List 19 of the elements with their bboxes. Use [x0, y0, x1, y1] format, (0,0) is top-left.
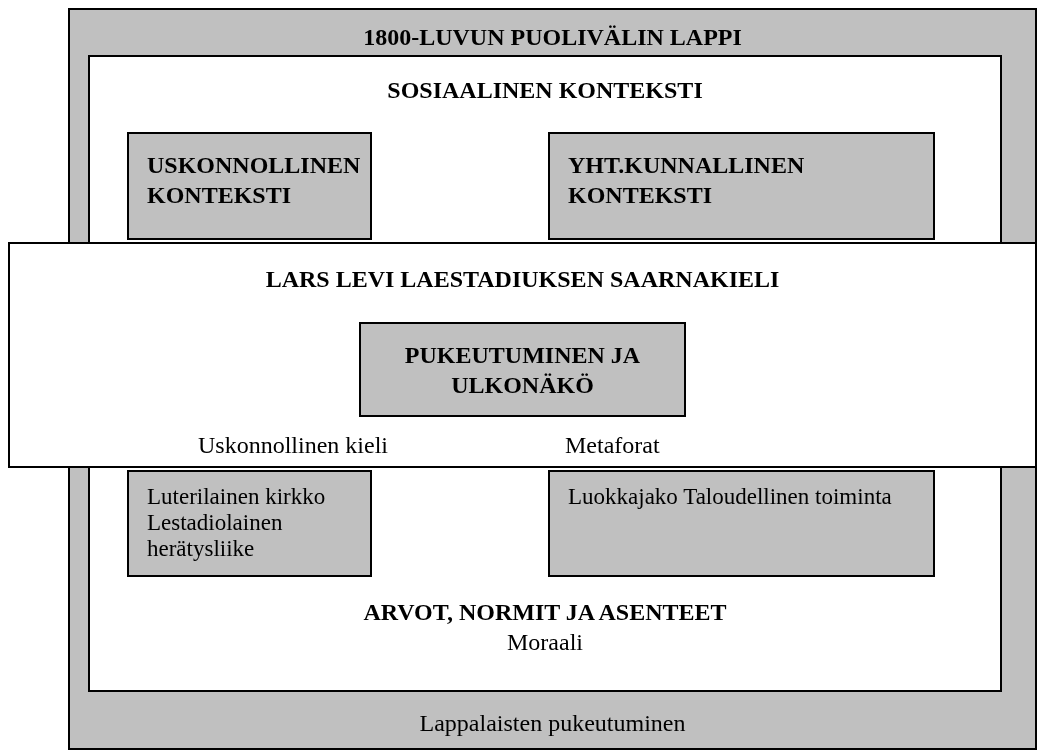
- list-text: Luokkajako Taloudellinen toiminta: [568, 484, 893, 510]
- topic-box: [359, 322, 686, 417]
- node-label: Lappalaisten pukeutuminen: [418, 709, 687, 738]
- list-text: Luterilainen kirkko Lestadiolainen herätysliike: [147, 484, 327, 562]
- heading: YHT.KUNNALLINEN KONTEKSTI: [568, 151, 806, 210]
- overlay-band: [8, 242, 1037, 468]
- node-label: Metaforat: [565, 431, 661, 460]
- category-box: [548, 132, 935, 240]
- category-box: [548, 470, 935, 577]
- category-box: [127, 132, 372, 240]
- heading: USKONNOLLINEN KONTEKSTI: [147, 151, 362, 210]
- heading: PUKEUTUMINEN JA ULKONÄKÖ: [403, 341, 642, 400]
- heading: LARS LEVI LAESTADIUKSEN SAARNAKIELI: [264, 265, 781, 294]
- heading: 1800-LUVUN PUOLIVÄLIN LAPPI: [362, 23, 743, 52]
- node-label: Moraali: [506, 628, 584, 657]
- category-box: [127, 470, 372, 577]
- heading: ARVOT, NORMIT JA ASENTEET: [362, 598, 728, 627]
- node-label: Uskonnollinen kieli: [198, 431, 389, 460]
- heading: SOSIAALINEN KONTEKSTI: [386, 76, 704, 105]
